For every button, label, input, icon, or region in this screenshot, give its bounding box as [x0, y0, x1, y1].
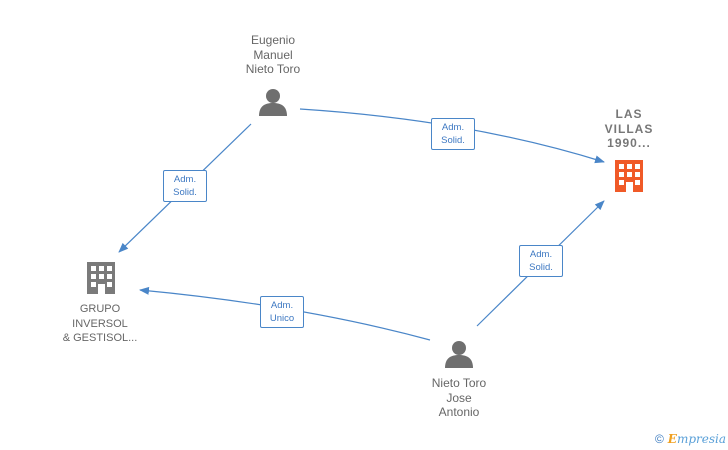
edge-label-eugenio-las-villas[interactable]: Adm. Solid. [431, 118, 475, 150]
node-label-eugenio[interactable]: Eugenio Manuel Nieto Toro [223, 33, 323, 77]
edge-label-line: Solid. [441, 135, 465, 146]
node-label-line: Jose [446, 390, 472, 405]
edge-label-line: Adm. [270, 300, 294, 311]
node-label-line: Nieto Toro [431, 376, 487, 390]
brand-name: mpresia [676, 432, 726, 446]
edge-label-line: Adm. [173, 174, 197, 185]
person-icon[interactable] [259, 89, 287, 116]
brand-initial: E [667, 432, 677, 446]
node-label-grupo[interactable]: GRUPO INVERSOL & GESTISOL... [45, 302, 155, 346]
brand-watermark: ©Empresia [655, 432, 726, 446]
node-label-line: LAS [615, 107, 643, 121]
building-icon[interactable] [87, 262, 115, 294]
edge-label-eugenio-grupo[interactable]: Adm. Solid. [163, 170, 207, 202]
node-label-line: Nieto Toro [245, 62, 301, 76]
node-label-line: Eugenio [250, 33, 296, 47]
copyright-symbol: © [654, 432, 664, 446]
edge-label-jose-las-villas[interactable]: Adm. Solid. [519, 245, 563, 277]
node-label-line: GRUPO [79, 303, 121, 315]
edge-label-line: Solid. [173, 187, 197, 198]
building-icon[interactable] [615, 160, 643, 192]
edge-label-line: Adm. [441, 122, 465, 133]
node-label-line: 1990... [607, 136, 651, 150]
node-label-line: INVERSOL [72, 317, 128, 330]
edge-label-jose-grupo[interactable]: Adm. Unico [260, 296, 304, 328]
edge-label-line: Adm. [529, 249, 553, 260]
node-label-line: VILLAS [604, 121, 654, 136]
node-label-line: Antonio [438, 405, 480, 419]
person-icon[interactable] [445, 341, 473, 368]
node-label-line: Manuel [253, 47, 293, 62]
node-label-line: & GESTISOL... [62, 332, 138, 344]
node-label-jose[interactable]: Nieto Toro Jose Antonio [409, 376, 509, 420]
edge-label-line: Unico [269, 313, 295, 324]
edge-label-line: Solid. [529, 262, 553, 273]
node-label-las-villas[interactable]: LAS VILLAS 1990... [588, 107, 670, 151]
